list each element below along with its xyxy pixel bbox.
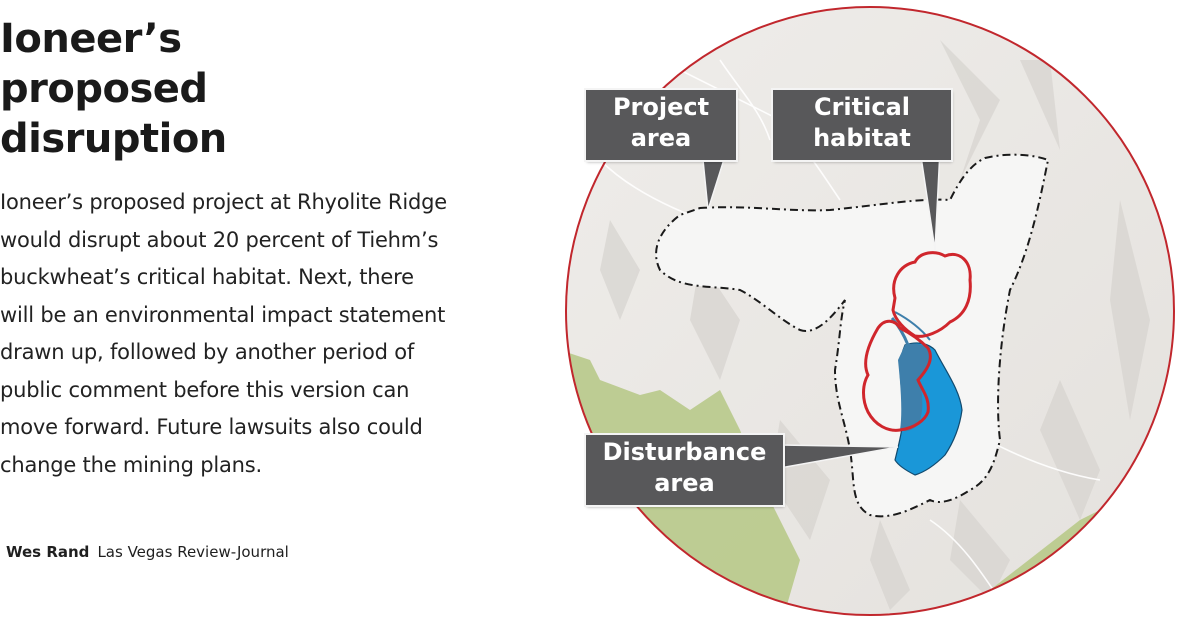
callout-line: Project	[612, 93, 710, 121]
credit-author: Wes Rand	[6, 543, 90, 561]
title-line: disruption	[0, 116, 227, 162]
credit-line: Wes Rand Las Vegas Review-Journal	[6, 543, 289, 561]
title-line: Ioneer’s	[0, 16, 182, 62]
callout-line: area	[630, 124, 692, 152]
disturbance-overlap	[898, 343, 931, 432]
disturbance-area-callout: Disturbance area	[586, 435, 783, 505]
callout-line: habitat	[813, 124, 911, 152]
callout-line: Critical	[813, 93, 911, 121]
stream-channel	[890, 317, 910, 346]
map-circle-border	[565, 6, 1175, 616]
credit-organization: Las Vegas Review-Journal	[97, 543, 289, 561]
critical-habitat-lower	[862, 319, 932, 432]
description-line: change the mining plans.	[0, 452, 263, 477]
critical-habitat-callout: Critical habitat	[773, 90, 951, 160]
description-line: move forward. Future lawsuits also could	[0, 415, 423, 439]
project-area-callout: Project area	[586, 90, 736, 160]
title-line: proposed	[0, 66, 208, 112]
description-line: would disrupt about 20 percent of Tiehm’…	[0, 227, 439, 252]
description-line: will be an environmental impact statemen…	[0, 302, 446, 327]
description-line: buckwheat’s critical habitat. Next, ther…	[0, 265, 414, 289]
callout-line: area	[654, 469, 715, 497]
callout-line: Disturbance	[602, 438, 767, 466]
stream-channel-2	[894, 311, 931, 341]
description-line: Ioneer’s proposed project at Rhyolite Ri…	[0, 190, 447, 214]
description-line: drawn up, followed by another period of	[0, 340, 415, 364]
page-title: Ioneer’s proposed disruption	[0, 14, 300, 164]
description: Ioneer’s proposed project at Rhyolite Ri…	[0, 184, 520, 484]
description-line: public comment before this version can	[0, 377, 410, 402]
